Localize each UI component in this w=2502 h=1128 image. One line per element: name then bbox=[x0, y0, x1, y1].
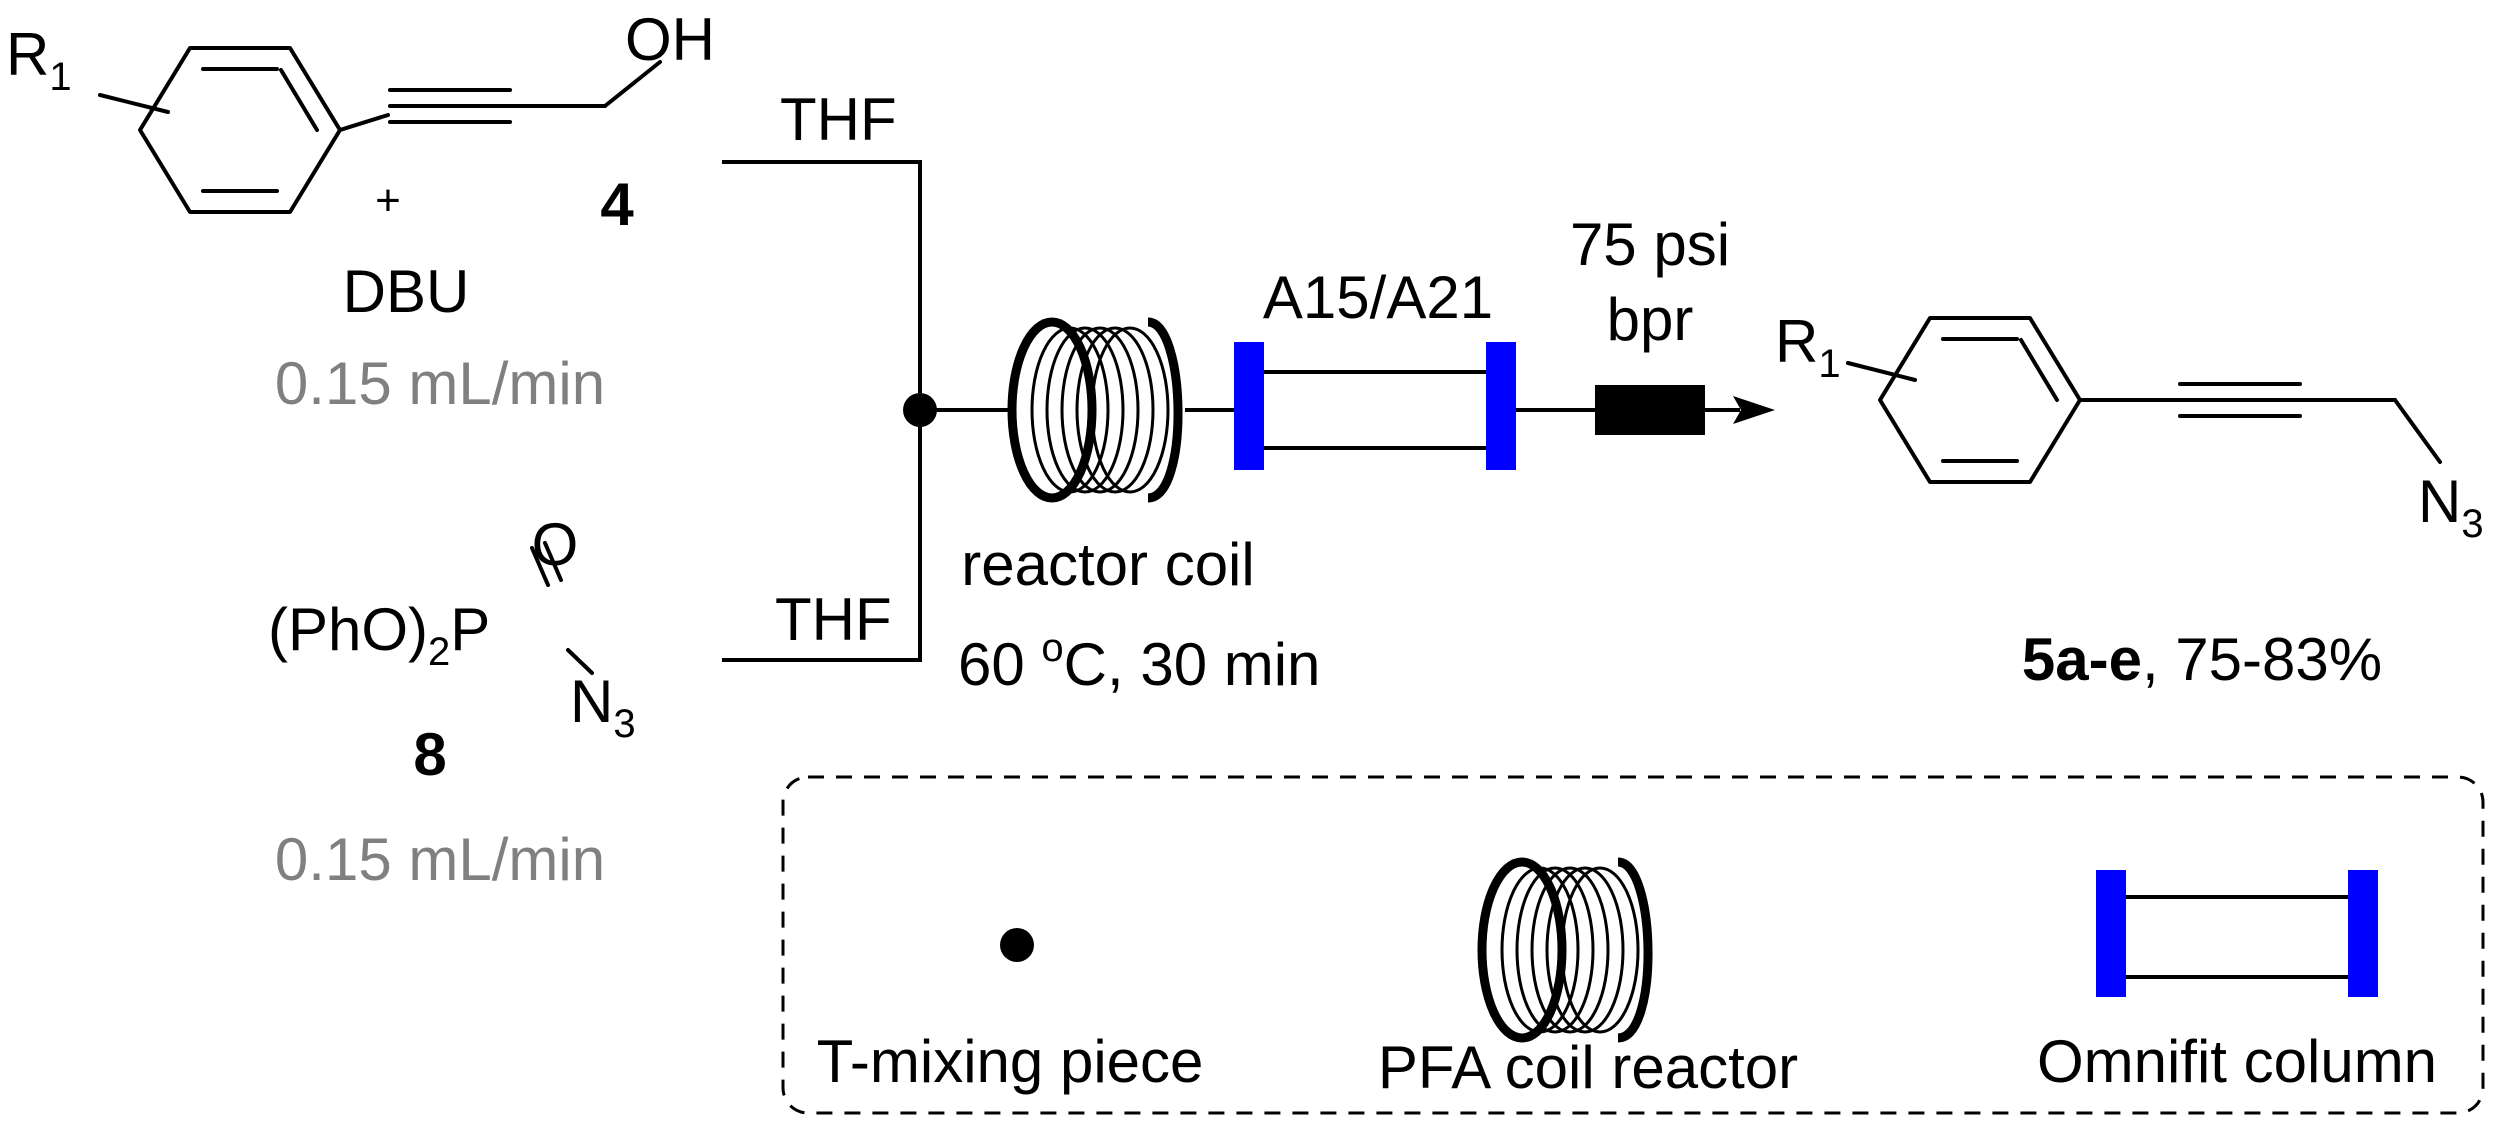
legend-t-mixing-dot bbox=[1000, 928, 1034, 962]
reactor-coil-label: reactor coil bbox=[961, 531, 1254, 598]
substituent-r1-reagent: R1 bbox=[6, 21, 72, 99]
column-end-right bbox=[1486, 342, 1516, 470]
column-icon bbox=[1234, 342, 1516, 470]
bpr-label: bpr bbox=[1607, 286, 1694, 353]
column-end-left bbox=[1234, 342, 1264, 470]
flow-rate-bottom: 0.15 mL/min bbox=[275, 826, 605, 893]
phosphoryl-azide-label: (PhO)2P bbox=[268, 596, 490, 674]
t-mixing-dot bbox=[903, 393, 937, 427]
p-n-bond bbox=[566, 648, 594, 675]
reactor-coil-icon bbox=[1007, 317, 1183, 503]
substituent-bond bbox=[98, 93, 170, 114]
substituent-r1-product: R1 bbox=[1775, 308, 1841, 386]
benzene-ring-product bbox=[1878, 316, 2082, 484]
hydroxyl-label: OH bbox=[625, 6, 715, 73]
flow-rate-top: 0.15 mL/min bbox=[275, 350, 605, 417]
reagent-4-structure bbox=[98, 46, 662, 214]
solvent-thf-bottom: THF bbox=[775, 586, 892, 653]
legend-t-mixing-label: T-mixing piece bbox=[817, 1028, 1204, 1095]
legend-coil-icon bbox=[1477, 857, 1653, 1043]
oxygen-label: O bbox=[532, 511, 579, 578]
azide-label-product: N3 bbox=[2418, 468, 2484, 546]
reactor-conditions: 60 oC, 30 min bbox=[958, 626, 1320, 698]
bpr-pressure: 75 psi bbox=[1570, 211, 1730, 278]
azide-label-reagent: N3 bbox=[570, 668, 636, 746]
product-yield: 5a-e, 75-83% bbox=[2022, 626, 2382, 693]
bpr-icon bbox=[1595, 385, 1705, 435]
product-structure bbox=[1846, 316, 2442, 484]
legend-column-label: Omnifit column bbox=[2037, 1028, 2437, 1095]
base-dbu: DBU bbox=[343, 258, 470, 325]
plus-sign: + bbox=[375, 176, 401, 225]
phosphoryl-double-bond bbox=[530, 546, 550, 587]
legend-coil-label: PFA coil reactor bbox=[1378, 1034, 1798, 1101]
reagent-8-structure bbox=[530, 541, 594, 675]
column-label: A15/A21 bbox=[1263, 264, 1493, 331]
compound-number-4: 4 bbox=[600, 171, 634, 238]
arrow-head-icon bbox=[1733, 396, 1775, 424]
legend-column-icon bbox=[2096, 870, 2378, 997]
compound-number-8: 8 bbox=[413, 721, 446, 788]
benzene-ring-reagent bbox=[138, 46, 342, 214]
legend-box bbox=[781, 775, 2485, 1115]
solvent-thf-top: THF bbox=[780, 86, 897, 153]
